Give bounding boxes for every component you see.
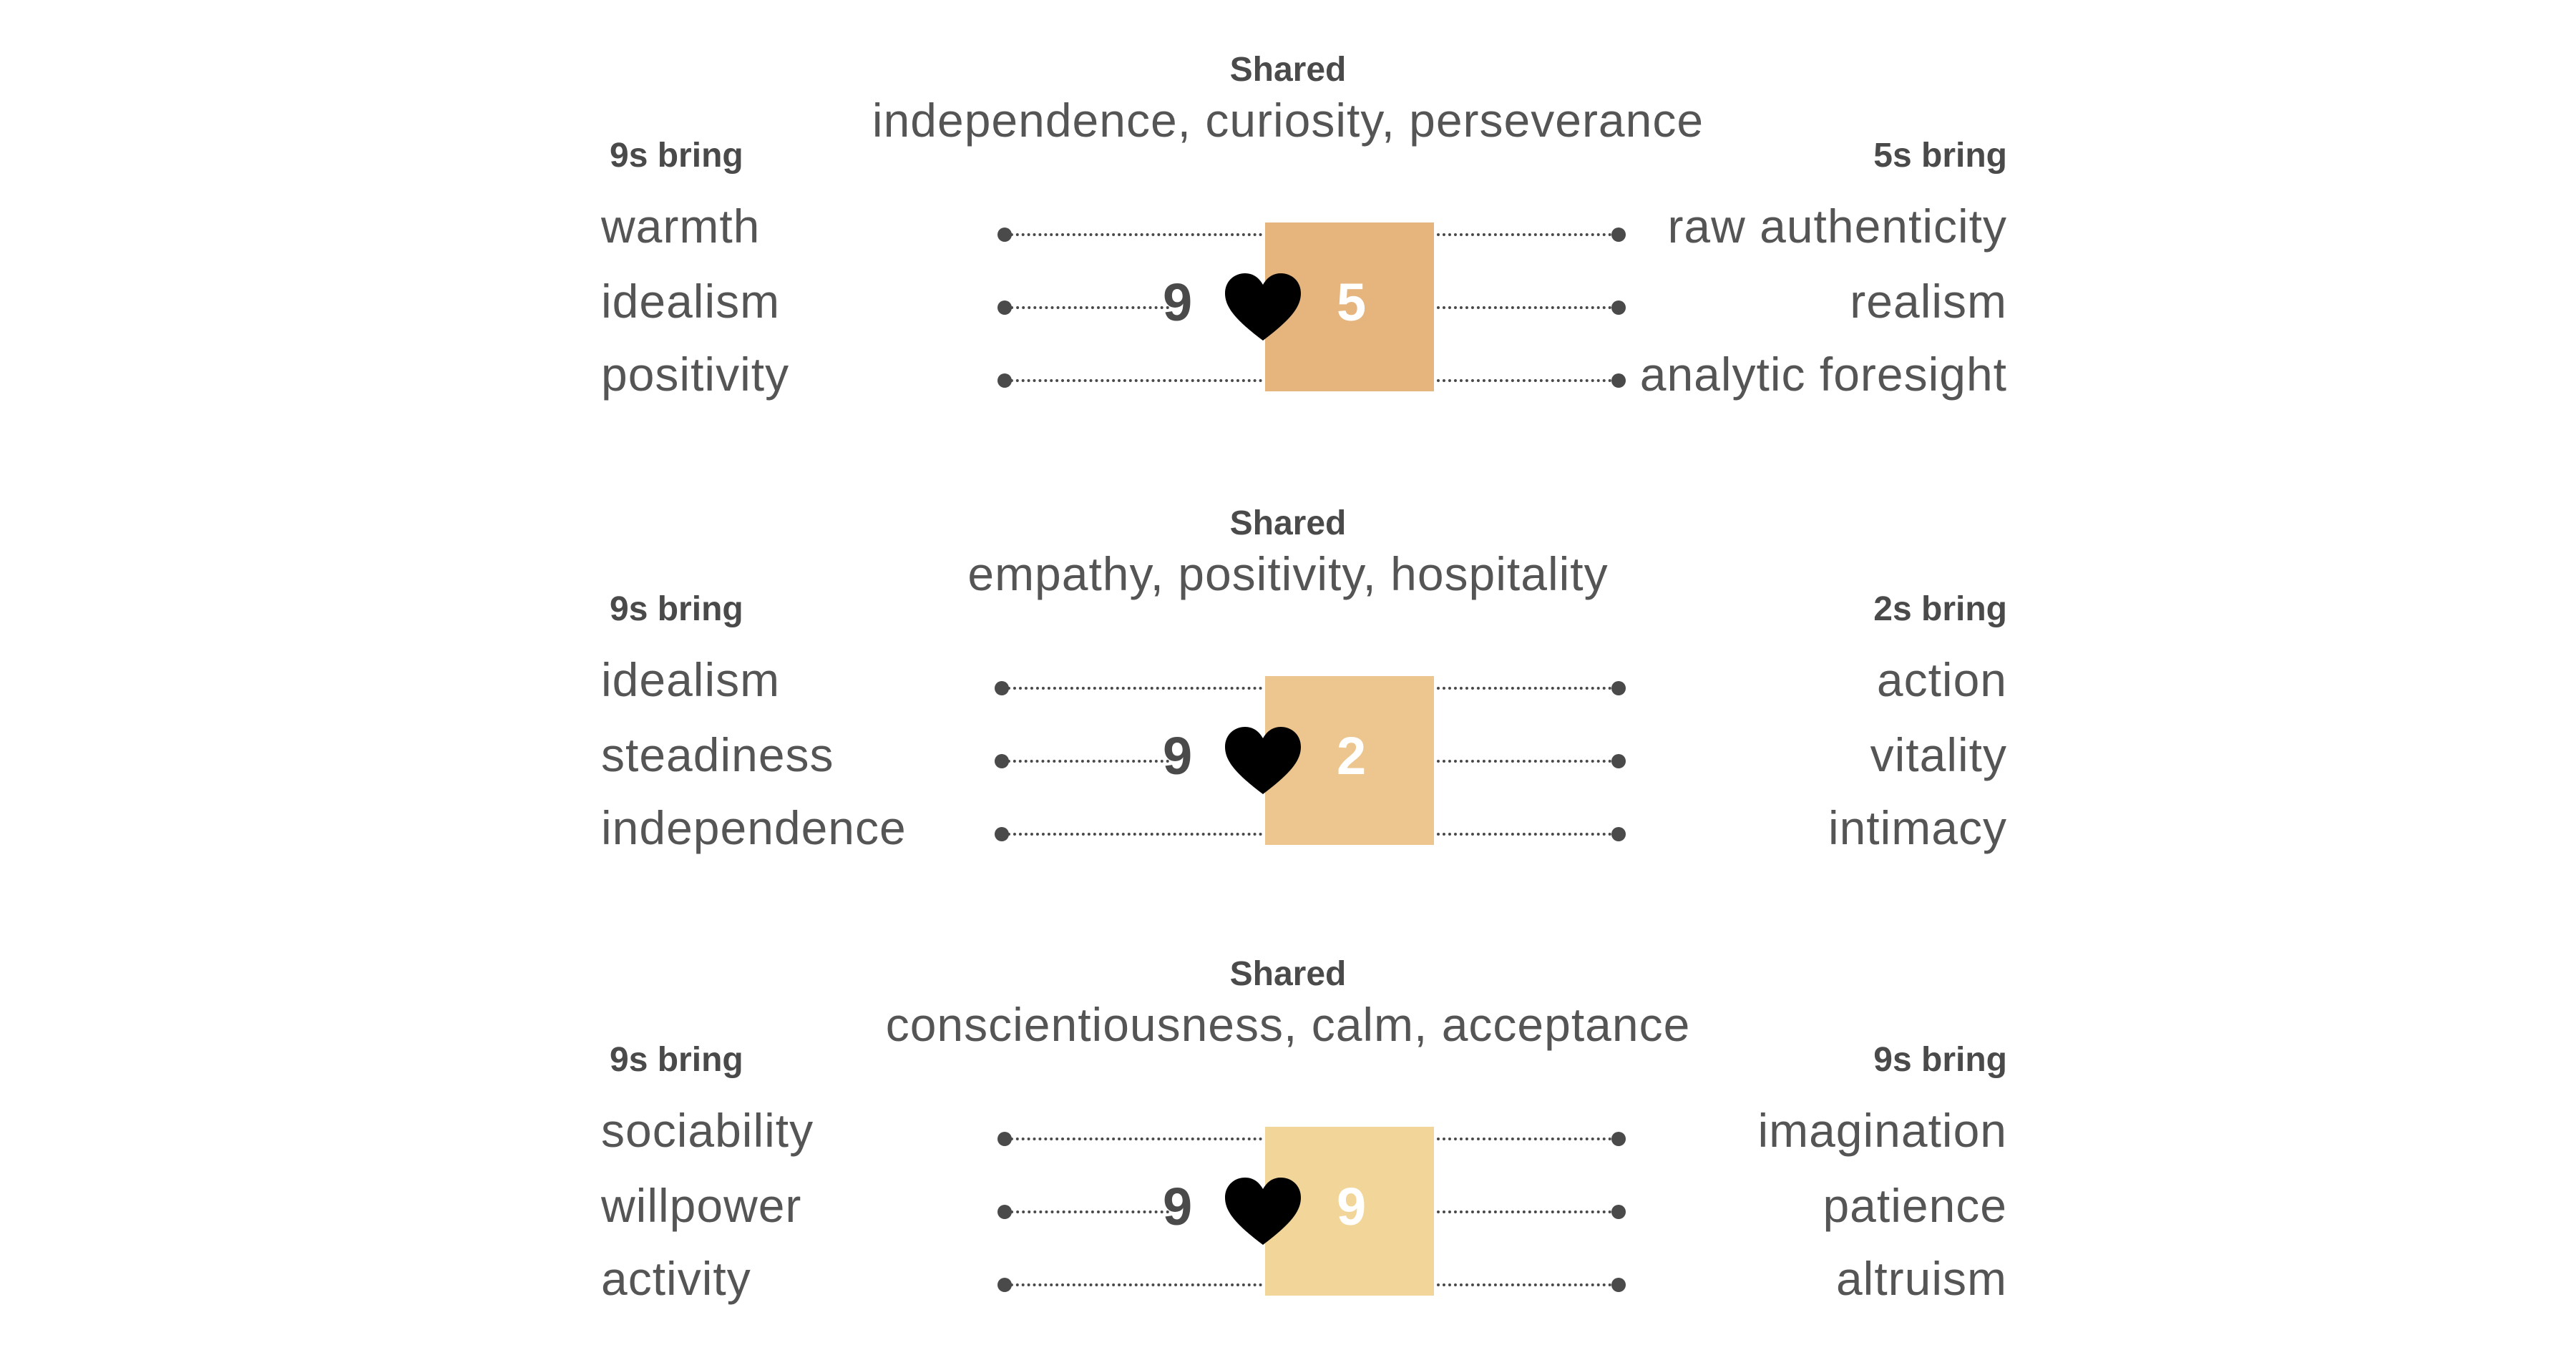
- connector-line: [1437, 760, 1617, 763]
- shared-traits: empathy, positivity, hospitality: [967, 547, 1609, 600]
- left-trait: steadiness: [601, 728, 834, 781]
- left-trait: willpower: [601, 1179, 802, 1232]
- connector-line: [1437, 833, 1617, 836]
- left-heading: 9s bring: [610, 137, 743, 175]
- heart-icon: [1225, 1178, 1301, 1245]
- connector-line: [1002, 833, 1262, 836]
- left-trait: positivity: [601, 348, 790, 401]
- dot-icon: [997, 1278, 1012, 1292]
- right-trait: realism: [1850, 275, 2007, 328]
- left-trait: idealism: [601, 653, 781, 706]
- shared-title: Shared: [1229, 504, 1347, 542]
- dot-icon: [997, 1205, 1012, 1219]
- dot-icon: [995, 754, 1009, 768]
- connector-line: [1005, 1138, 1262, 1140]
- left-heading: 9s bring: [610, 1041, 743, 1079]
- dot-icon: [995, 827, 1009, 841]
- left-type-number: 9: [1163, 726, 1193, 786]
- dot-icon: [1611, 228, 1626, 242]
- connector-line: [1005, 1283, 1262, 1286]
- connector-line: [1437, 1210, 1617, 1213]
- right-trait: analytic foresight: [1639, 348, 2007, 401]
- left-type-number: 9: [1163, 1177, 1193, 1236]
- heart-icon: [1225, 727, 1301, 794]
- heart-icon: [1225, 273, 1301, 341]
- right-trait: patience: [1823, 1179, 2007, 1232]
- shared-traits: conscientiousness, calm, acceptance: [885, 998, 1691, 1051]
- dot-icon: [1611, 681, 1626, 695]
- dot-icon: [997, 373, 1012, 388]
- right-heading: 2s bring: [1873, 590, 2007, 628]
- left-trait: independence: [601, 801, 907, 854]
- right-trait: intimacy: [1828, 801, 2007, 854]
- dot-icon: [997, 300, 1012, 315]
- left-type-number: 9: [1163, 273, 1193, 332]
- left-trait: warmth: [601, 200, 761, 253]
- pairing-9-5: Shared independence, curiosity, persever…: [0, 0, 2576, 451]
- connector-line: [1437, 1283, 1617, 1286]
- right-trait: raw authenticity: [1667, 200, 2007, 253]
- right-trait: imagination: [1757, 1104, 2007, 1157]
- connector-line: [1005, 306, 1169, 309]
- dot-icon: [997, 228, 1012, 242]
- right-type-number: 5: [1337, 273, 1367, 332]
- connector-line: [1437, 1138, 1617, 1140]
- shared-title: Shared: [1229, 955, 1347, 993]
- connector-line: [1005, 233, 1262, 236]
- left-trait: idealism: [601, 275, 781, 328]
- dot-icon: [995, 681, 1009, 695]
- right-heading: 9s bring: [1873, 1041, 2007, 1079]
- connector-line: [1002, 687, 1262, 690]
- right-heading: 5s bring: [1873, 137, 2007, 175]
- right-trait: action: [1876, 653, 2007, 706]
- right-type-number: 2: [1337, 726, 1367, 786]
- connector-line: [1437, 306, 1617, 309]
- dot-icon: [1611, 373, 1626, 388]
- dot-icon: [1611, 827, 1626, 841]
- dot-icon: [1611, 754, 1626, 768]
- shared-title: Shared: [1229, 51, 1347, 89]
- connector-line: [1437, 687, 1617, 690]
- shared-traits: independence, curiosity, perseverance: [872, 94, 1704, 147]
- left-trait: activity: [601, 1252, 751, 1305]
- connector-line: [1437, 379, 1617, 382]
- dot-icon: [1611, 1278, 1626, 1292]
- right-type-number: 9: [1337, 1177, 1367, 1236]
- connector-line: [1005, 379, 1262, 382]
- connector-line: [1005, 1210, 1169, 1213]
- left-heading: 9s bring: [610, 590, 743, 628]
- pairing-9-9: Shared conscientiousness, calm, acceptan…: [0, 904, 2576, 1355]
- dot-icon: [1611, 1132, 1626, 1146]
- connector-line: [1002, 760, 1169, 763]
- pairing-9-2: Shared empathy, positivity, hospitality …: [0, 454, 2576, 904]
- left-trait: sociability: [601, 1104, 814, 1157]
- dot-icon: [997, 1132, 1012, 1146]
- right-trait: altruism: [1835, 1252, 2007, 1305]
- right-trait: vitality: [1870, 728, 2007, 781]
- dot-icon: [1611, 300, 1626, 315]
- connector-line: [1437, 233, 1617, 236]
- dot-icon: [1611, 1205, 1626, 1219]
